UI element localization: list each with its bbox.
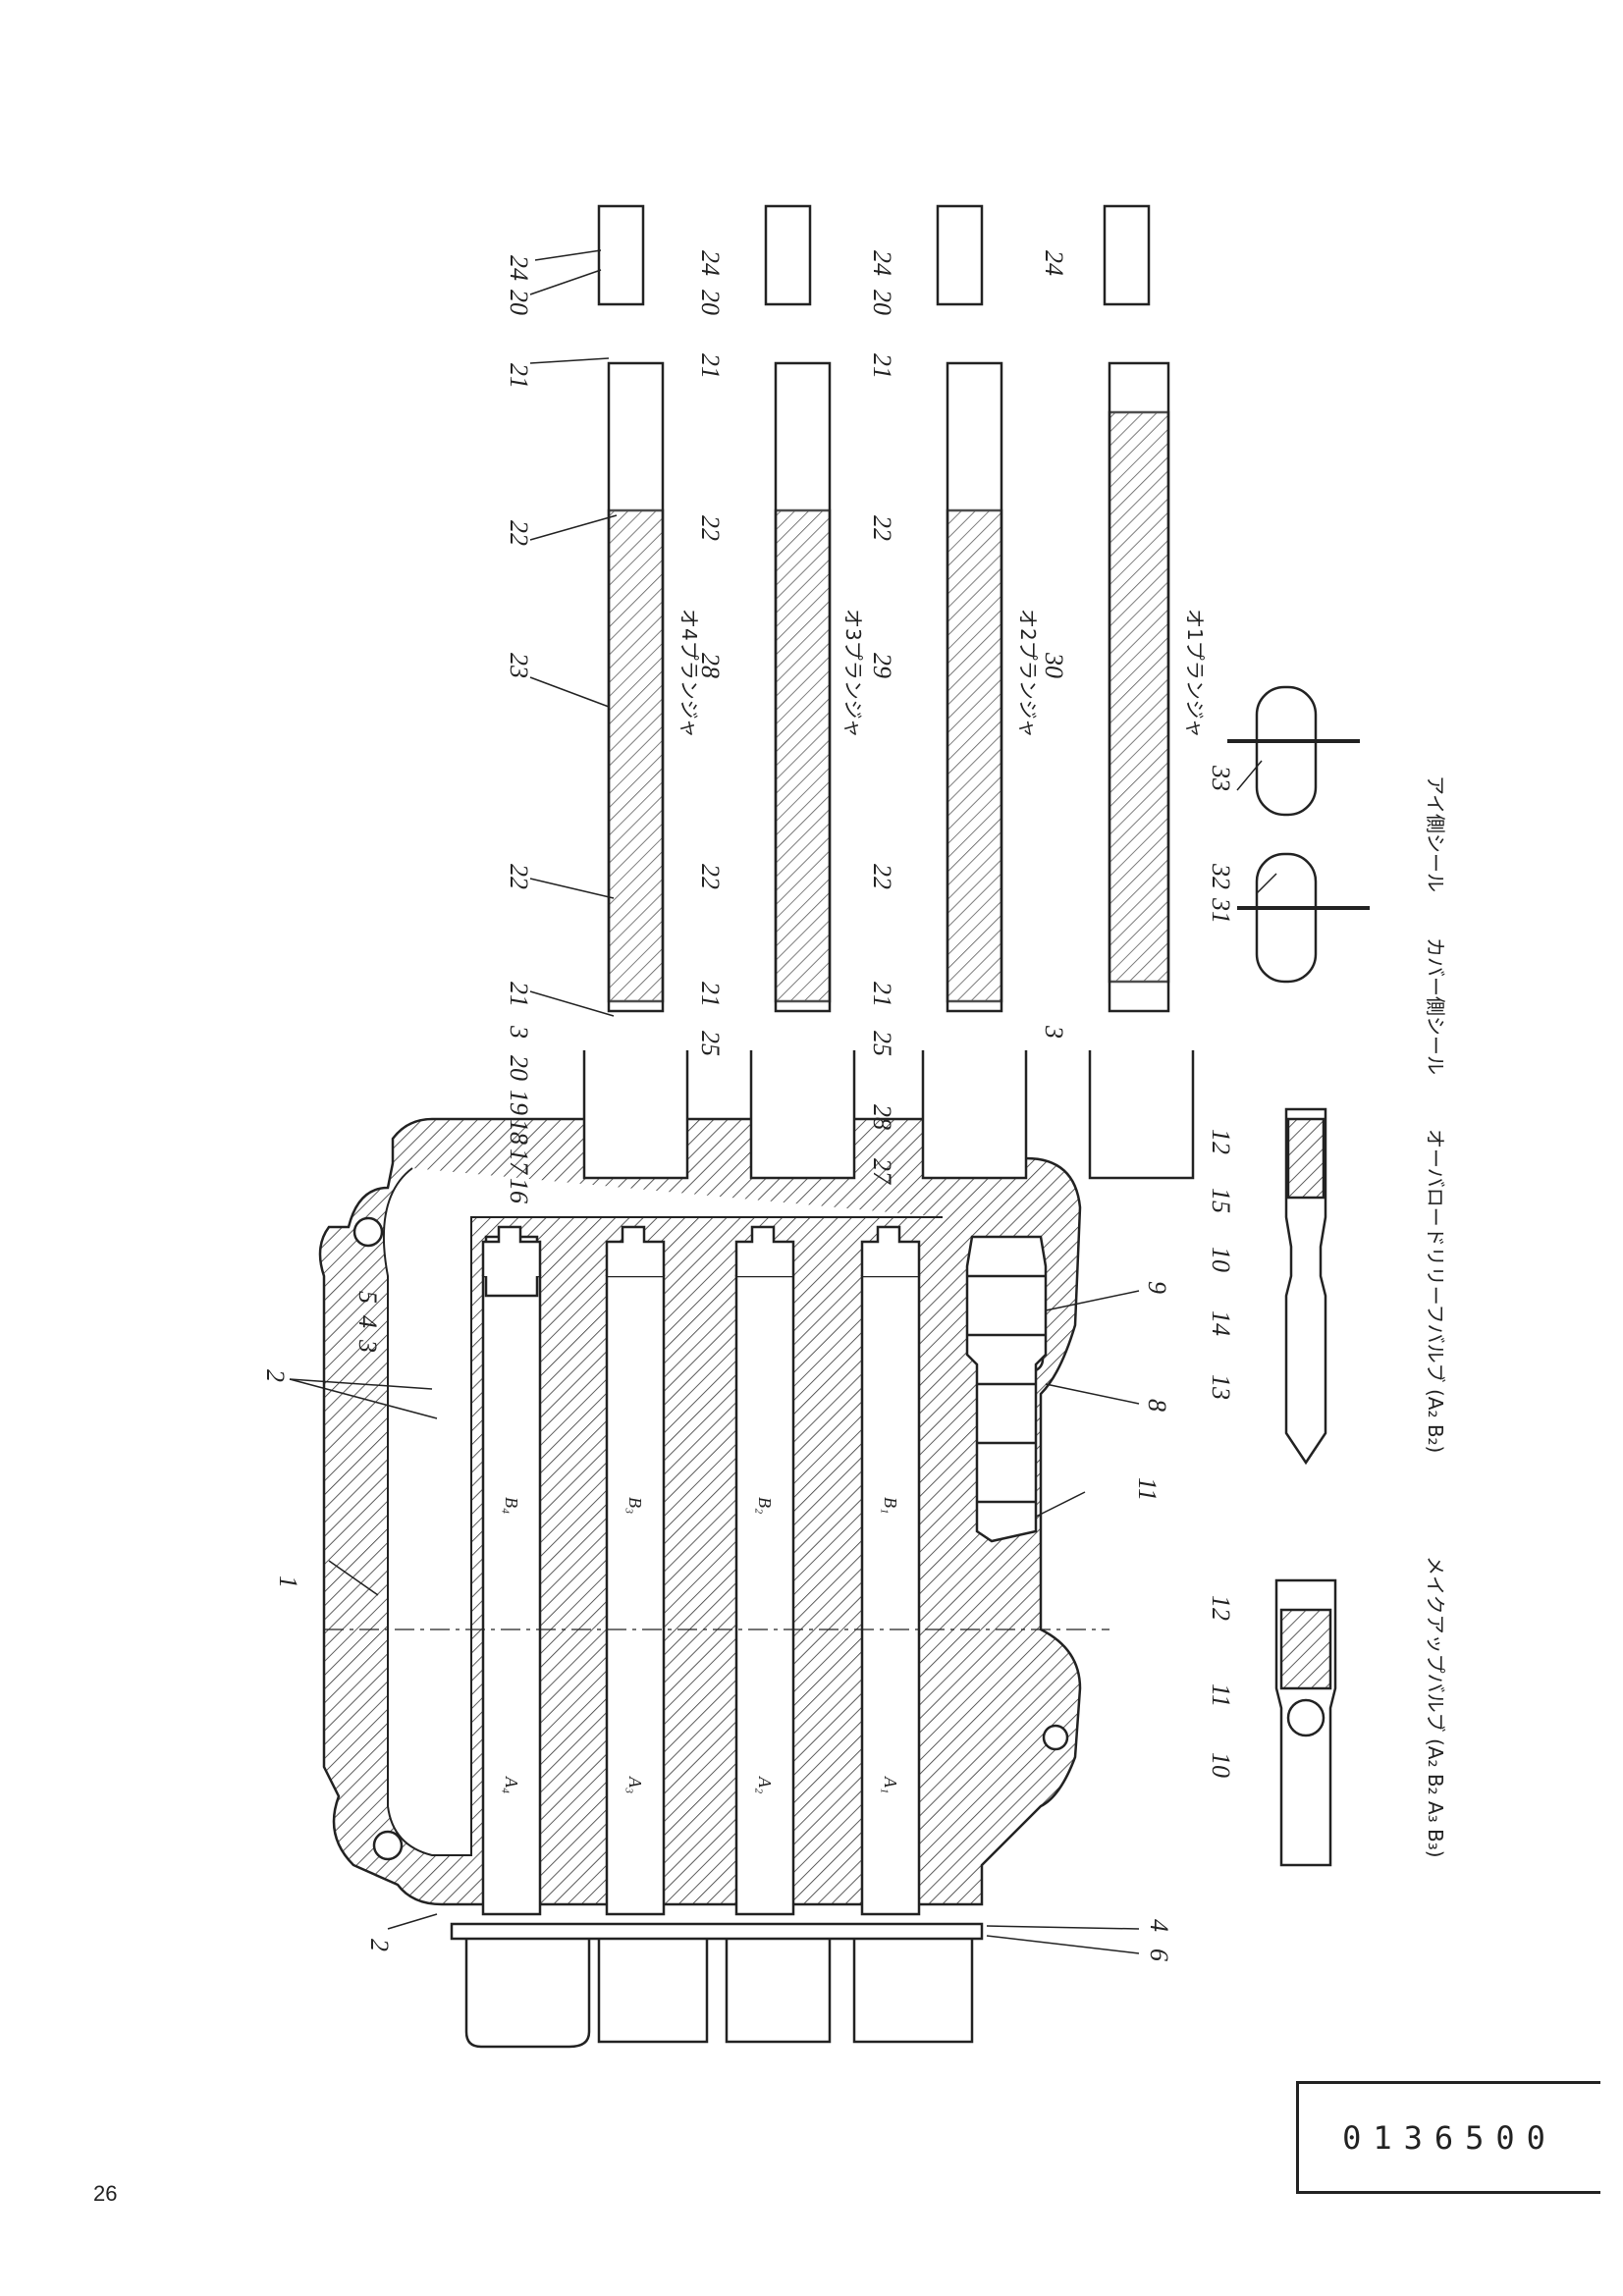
callout-3-row4: 3 bbox=[505, 1025, 533, 1039]
callout-11-makeup: 11 bbox=[1207, 1683, 1235, 1707]
callout-20-row4-cap: 20 bbox=[505, 1055, 533, 1081]
callout-3: 3 bbox=[353, 1339, 382, 1353]
callout-18: 18 bbox=[505, 1119, 533, 1145]
spool-b3-a3 bbox=[605, 1225, 666, 1916]
overload-relief-valve-detail bbox=[1284, 1107, 1327, 1466]
port-label-a1: A₁ bbox=[881, 1776, 900, 1793]
callout-22-row2-bottom: 22 bbox=[868, 864, 896, 889]
callout-2-bottom: 2 bbox=[365, 1939, 394, 1951]
callout-21-row4-bottom: 21 bbox=[505, 982, 533, 1007]
caption-plunger-2: オ2プランジャ bbox=[1016, 609, 1040, 738]
end-cover bbox=[450, 1922, 984, 1941]
cap-blocks bbox=[464, 1939, 974, 2049]
plunger-row-4 bbox=[582, 204, 689, 1180]
callout-2-top: 2 bbox=[261, 1369, 290, 1382]
port-label-b2: B₂ bbox=[755, 1497, 775, 1514]
callout-20-row4: 20 bbox=[505, 290, 533, 315]
page-number: 26 bbox=[93, 2181, 118, 2206]
plunger-sub-assemblies bbox=[582, 204, 1195, 1180]
caption-plunger-1: オ1プランジャ bbox=[1183, 609, 1207, 738]
callout-5: 5 bbox=[353, 1291, 382, 1304]
port-label-a4: A₄ bbox=[502, 1776, 521, 1793]
callout-28-row2-cap: 28 bbox=[868, 1104, 896, 1130]
callout-20-row3: 20 bbox=[696, 290, 725, 315]
caption-seal-a: アイ側シール bbox=[1424, 775, 1447, 892]
callout-25-row2: 25 bbox=[868, 1031, 896, 1056]
caption-makeup-valve: メイクアップバルブ (A₂ B₂ A₃ B₃) bbox=[1424, 1556, 1447, 1858]
spool-b2-a2 bbox=[734, 1225, 795, 1916]
callout-24-row2: 24 bbox=[868, 250, 896, 276]
callout-10-makeup: 10 bbox=[1207, 1752, 1235, 1778]
callout-19: 19 bbox=[505, 1090, 533, 1115]
callout-8: 8 bbox=[1143, 1399, 1171, 1412]
callout-4-top: 4 bbox=[353, 1315, 382, 1328]
port-label-b4: B₄ bbox=[502, 1497, 521, 1514]
callout-10-relief: 10 bbox=[1207, 1247, 1235, 1272]
caption-plunger-4: オ4プランジャ bbox=[677, 609, 701, 738]
callout-12-makeup: 12 bbox=[1207, 1595, 1235, 1621]
callout-22-row4-bottom: 22 bbox=[505, 864, 533, 889]
callout-30: 30 bbox=[1040, 652, 1068, 678]
callout-12-relief: 12 bbox=[1207, 1129, 1235, 1154]
plunger-row-1 bbox=[1088, 204, 1195, 1180]
callout-3-row1: 3 bbox=[1040, 1025, 1068, 1039]
callout-27: 27 bbox=[868, 1158, 896, 1185]
callout-29: 29 bbox=[868, 653, 896, 678]
callout-33: 33 bbox=[1207, 765, 1235, 791]
callout-16: 16 bbox=[505, 1178, 533, 1203]
callout-24-row3: 24 bbox=[696, 250, 725, 276]
port-label-b1: B₁ bbox=[881, 1497, 900, 1514]
callout-21-row2-bottom: 21 bbox=[868, 982, 896, 1007]
callout-11: 11 bbox=[1133, 1477, 1162, 1501]
port-label-a2: A₂ bbox=[755, 1776, 775, 1793]
callout-14: 14 bbox=[1207, 1310, 1235, 1336]
callout-24-row1: 24 bbox=[1040, 250, 1068, 276]
callout-6: 6 bbox=[1145, 1949, 1173, 1961]
callout-24-row4: 24 bbox=[505, 255, 533, 281]
callout-13: 13 bbox=[1207, 1374, 1235, 1400]
callout-22-row3-top: 22 bbox=[696, 515, 725, 541]
callout-9: 9 bbox=[1143, 1281, 1171, 1294]
callout-22-row4-top: 22 bbox=[505, 520, 533, 546]
spool-b1-a1 bbox=[860, 1225, 921, 1916]
callout-15: 15 bbox=[1207, 1188, 1235, 1213]
spool-b4-a4 bbox=[481, 1225, 542, 1916]
callout-4-bottom: 4 bbox=[1145, 1919, 1173, 1932]
callout-22-row2-top: 22 bbox=[868, 515, 896, 541]
callout-21-row4-top: 21 bbox=[505, 363, 533, 389]
document-number: 0136500 bbox=[1342, 2118, 1557, 2157]
callout-25-row3: 25 bbox=[696, 1031, 725, 1056]
callout-21-row2-top: 21 bbox=[868, 353, 896, 379]
document-number-box: 0136500 bbox=[1296, 2081, 1600, 2194]
relief-valve-cartridge bbox=[965, 1235, 1048, 1543]
seal-details bbox=[1227, 685, 1370, 984]
makeup-valve-detail bbox=[1274, 1578, 1337, 1867]
caption-overload-relief-valve: オーバロードリリーフバルブ (A₂ B₂) bbox=[1424, 1129, 1447, 1453]
caption-plunger-3: オ3プランジャ bbox=[841, 609, 865, 738]
caption-seal-cover: カバー側シール bbox=[1424, 937, 1447, 1075]
callout-1: 1 bbox=[274, 1575, 302, 1588]
callout-20-row2: 20 bbox=[868, 290, 896, 315]
plunger-row-3 bbox=[749, 204, 856, 1180]
callout-21-row3-top: 21 bbox=[696, 353, 725, 379]
callout-31: 31 bbox=[1207, 897, 1235, 924]
port-label-a3: A₃ bbox=[625, 1776, 645, 1793]
callout-17: 17 bbox=[505, 1148, 533, 1175]
callout-28: 28 bbox=[696, 653, 725, 678]
callout-32: 32 bbox=[1207, 863, 1235, 889]
valve-body-section bbox=[318, 1117, 1109, 2049]
plunger-row-2 bbox=[921, 204, 1028, 1180]
callout-23: 23 bbox=[505, 653, 533, 678]
internal-gallery bbox=[382, 1167, 943, 1856]
port-label-b3: B₃ bbox=[625, 1497, 645, 1514]
callout-21-row3-bottom: 21 bbox=[696, 982, 725, 1007]
callout-22-row3-bottom: 22 bbox=[696, 864, 725, 889]
part-callouts bbox=[289, 249, 1277, 1954]
